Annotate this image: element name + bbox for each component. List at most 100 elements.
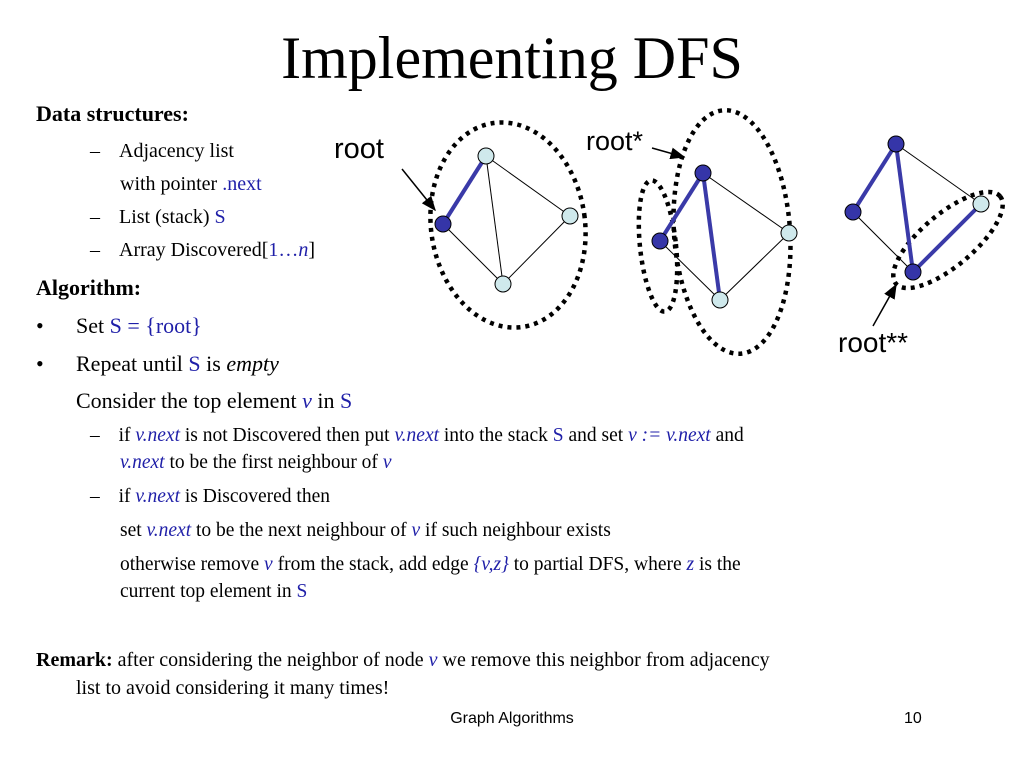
remark-label: Remark:: [36, 649, 113, 671]
text: current top element in: [120, 581, 292, 602]
arrow: [401, 168, 436, 212]
stack-symbol: S: [214, 206, 226, 228]
case-not-discovered: – if v.next is not Discovered then put v…: [90, 423, 744, 449]
footer-title: Graph Algorithms: [450, 710, 574, 727]
vnext: v.next: [135, 486, 180, 507]
remark-text: we remove this neighbor from adjacency: [442, 649, 770, 671]
step-repeat: • Repeat until S is empty: [36, 350, 279, 378]
array-text: Array Discovered[: [119, 239, 269, 261]
edge: [659, 240, 721, 301]
text: otherwise remove: [120, 554, 260, 575]
case-discovered-otherwise: otherwise remove v from the stack, add e…: [120, 552, 741, 578]
text: to partial DFS, where: [513, 554, 682, 575]
var-z: z: [686, 554, 695, 575]
dash-bullet: –: [90, 486, 100, 507]
edge: [852, 211, 914, 273]
text: and: [715, 425, 744, 446]
label-root: root: [334, 133, 384, 165]
node-root: [434, 215, 452, 233]
node-root-2star: [904, 263, 922, 281]
edge-vz: {v,z}: [473, 554, 509, 575]
text: into the stack: [443, 425, 548, 446]
edge: [895, 143, 982, 205]
is-text: is: [206, 351, 221, 376]
text: set: [120, 520, 142, 541]
stack-symbol: S: [296, 581, 308, 602]
dash-bullet: –: [90, 140, 100, 162]
edge: [719, 232, 790, 301]
dotted-ellipse-large: [671, 107, 793, 357]
case-discovered: – if v.next is Discovered then: [90, 484, 330, 510]
graph-1: [401, 120, 588, 330]
list-item-adjacency: – Adjacency list: [90, 138, 234, 164]
set-value: S = {root}: [109, 313, 202, 338]
case-discovered-cont: current top element in S: [120, 579, 307, 605]
var-v: v: [264, 554, 273, 575]
text: and set: [568, 425, 624, 446]
set-label: Set: [76, 313, 105, 338]
node: [972, 195, 990, 213]
vnext: v.next: [394, 425, 440, 446]
node: [711, 291, 729, 309]
slide-title: Implementing DFS: [281, 25, 743, 91]
assign: v := v.next: [628, 425, 711, 446]
node: [561, 207, 579, 225]
dash-bullet: –: [90, 239, 100, 261]
array-range: 1…: [268, 239, 299, 261]
array-close: ]: [308, 239, 316, 261]
edge: [702, 172, 790, 234]
case-not-discovered-cont: v.next to be the first neighbour of v: [120, 450, 391, 476]
remark-text: after considering the neighbor of node: [117, 649, 424, 671]
graph-2: [636, 107, 798, 357]
label-root-star: root*: [586, 126, 644, 156]
node: [494, 275, 512, 293]
bullet: •: [36, 313, 44, 338]
stack-text: List (stack): [119, 206, 210, 228]
edge: [442, 223, 504, 285]
edge: [485, 155, 504, 285]
if-text: if: [118, 486, 131, 507]
node: [780, 224, 798, 242]
consider-text: Consider the top element: [76, 388, 297, 413]
text: is not Discovered then put: [184, 425, 390, 446]
var-v: v: [428, 649, 438, 671]
empty-text: empty: [226, 351, 279, 376]
edge: [502, 215, 571, 285]
algorithm-heading: Algorithm:: [36, 275, 142, 300]
tree-edge: [911, 202, 983, 274]
vnext: v.next: [135, 425, 180, 446]
text: is the: [698, 554, 741, 575]
var-v: v: [302, 388, 312, 413]
tree-edge: [894, 143, 915, 273]
in-text: in: [317, 388, 335, 413]
graph-3: [844, 135, 1005, 327]
list-item-with-pointer: with pointer .next: [120, 171, 262, 197]
dotted-ellipse: [891, 189, 1005, 291]
vnext: v.next: [146, 520, 192, 541]
stack-symbol: S: [339, 388, 353, 413]
text: is Discovered then: [184, 486, 330, 507]
list-item-array: – Array Discovered[1…n]: [90, 237, 315, 263]
node: [651, 232, 669, 250]
node: [887, 135, 905, 153]
array-n: n: [298, 239, 309, 261]
data-structures-heading: Data structures:: [36, 101, 189, 126]
stack-symbol: S: [552, 425, 564, 446]
list-item-stack: – List (stack) S: [90, 204, 226, 230]
node: [477, 147, 495, 165]
stack-symbol: S: [188, 351, 201, 376]
bullet: •: [36, 351, 44, 376]
tree-edge: [658, 171, 705, 243]
tree-edge: [851, 142, 898, 214]
if-text: if: [118, 425, 131, 446]
node-root-star: [694, 164, 712, 182]
label-root-2star: root**: [838, 327, 909, 358]
case-discovered-set: set v.next to be the next neighbour of v…: [120, 518, 611, 544]
dotted-ellipse: [428, 120, 588, 330]
edge: [485, 155, 571, 217]
text: from the stack, add edge: [277, 554, 469, 575]
adjacency-text: Adjacency list: [119, 140, 234, 162]
var-v: v: [382, 452, 392, 473]
page-number: 10: [904, 710, 922, 727]
